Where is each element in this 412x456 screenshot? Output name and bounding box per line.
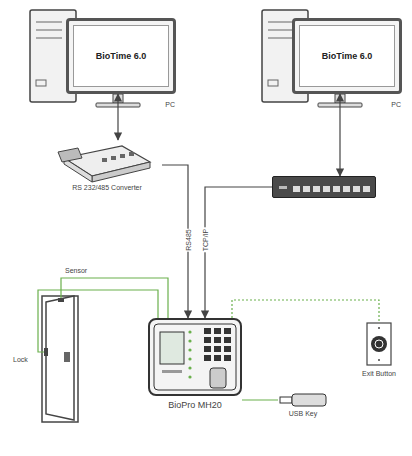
screen-title: BioTime 6.0 (322, 51, 372, 61)
node-label: RS 232/485 Converter (72, 184, 142, 191)
network-switch (272, 176, 376, 198)
part-label: Lock (12, 356, 29, 363)
connector (339, 94, 340, 176)
monitor-screen: BioTime 6.0 (73, 25, 169, 87)
node-label: PC (165, 101, 175, 108)
connector (117, 94, 118, 140)
exit-button: Exit Button (355, 322, 403, 377)
edge-label: RS485 (185, 228, 192, 251)
usb-key: USB Key (278, 392, 328, 417)
converter-box: RS 232/485 Converter (52, 140, 162, 191)
connector (242, 399, 278, 400)
device-drawing (148, 318, 242, 396)
door (42, 296, 78, 422)
pc-monitor: BioTime 6.0PC (292, 18, 402, 94)
sensor-wire (61, 278, 168, 318)
part-label: Sensor (64, 267, 88, 274)
connector (232, 300, 379, 322)
screen-title: BioTime 6.0 (96, 51, 146, 61)
converter-drawing (52, 140, 162, 184)
monitor-screen: BioTime 6.0 (299, 25, 395, 87)
node-label: USB Key (289, 410, 317, 417)
pc-monitor: BioTime 6.0PC (66, 18, 176, 94)
node-label: PC (391, 101, 401, 108)
connector (205, 187, 272, 318)
exit-button-drawing (355, 322, 403, 368)
switch-ports (273, 177, 375, 197)
terminal-device: BioPro MH20 (148, 318, 242, 410)
node-label: BioPro MH20 (168, 400, 222, 410)
usb-drawing (278, 392, 328, 408)
edge-label: TCP/IP (202, 228, 209, 253)
node-label: Exit Button (362, 370, 396, 377)
lock-wire (38, 290, 158, 352)
